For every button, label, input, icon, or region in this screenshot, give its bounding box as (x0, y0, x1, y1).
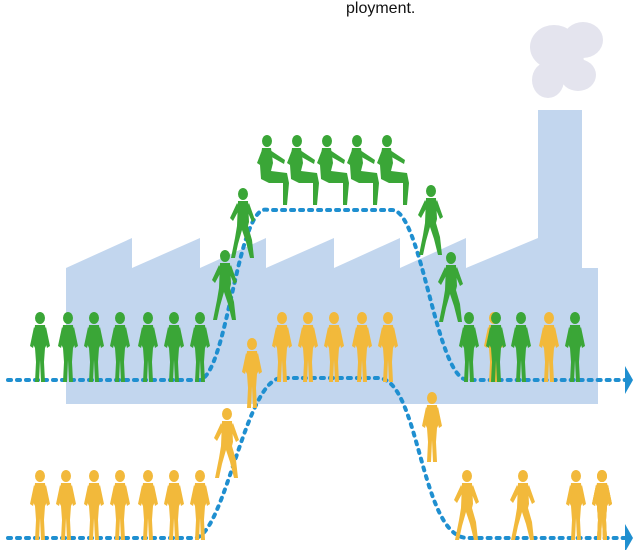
green-person-icon (287, 135, 319, 205)
green-person-icon (317, 135, 349, 205)
smoke-cloud-icon (530, 22, 603, 98)
yellow-person-icon (30, 470, 50, 540)
yellow-person-icon (592, 470, 612, 540)
yellow-person-icon (110, 470, 130, 540)
green-person-icon (30, 312, 50, 382)
yellow-person-icon (84, 470, 104, 540)
yellow-person-icon (510, 470, 535, 540)
upper-employment-path (6, 207, 627, 382)
yellow-workers-lower (30, 408, 612, 540)
green-person-icon (377, 135, 409, 205)
yellow-person-icon (138, 470, 158, 540)
yellow-person-icon (56, 470, 76, 540)
upper-arrow-icon (625, 366, 633, 394)
lower-arrow-icon (625, 524, 633, 550)
yellow-person-icon (454, 470, 479, 540)
green-person-icon (257, 135, 289, 205)
yellow-person-icon (214, 408, 239, 478)
yellow-person-icon (566, 470, 586, 540)
caption-text: ployment. (346, 0, 416, 17)
yellow-person-icon (164, 470, 184, 540)
green-person-icon (347, 135, 379, 205)
green-person-icon (418, 185, 443, 255)
lower-employment-path (6, 376, 627, 540)
